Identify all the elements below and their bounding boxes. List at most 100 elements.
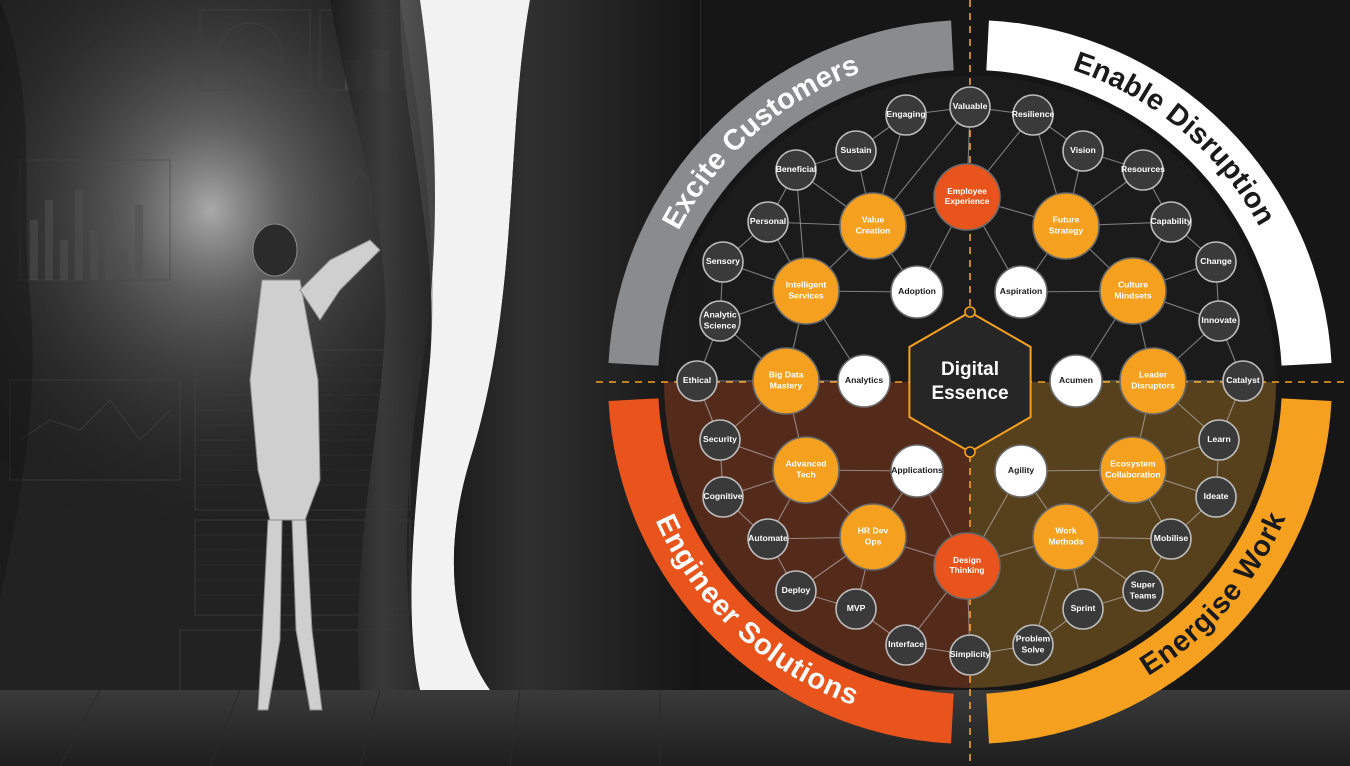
node-label-beneficial: Beneficial [776,164,817,174]
center-title-line1: Digital [941,359,999,380]
node-label-acumen: Acumen [1059,375,1093,385]
node-cognitive: Cognitive [702,476,744,518]
excite-ring-segment [608,20,954,366]
hexagon-top-dot [964,306,976,318]
node-label-catalyst: Catalyst [1226,375,1260,385]
node-automate: Automate [747,518,789,560]
node-label-adoption: Adoption [898,286,936,296]
node-circle-hr-dev-ops [839,503,907,571]
node-label-automate: Automate [748,533,788,543]
node-circle-learn [1198,419,1240,461]
node-circle-analytics [837,354,891,408]
node-sustain: Sustain [835,130,877,172]
node-circle-mvp [835,588,877,630]
node-label-sensory: Sensory [706,256,740,266]
node-deploy: Deploy [775,570,817,612]
node-circle-ethical [676,360,718,402]
node-circle-personal [747,201,789,243]
node-label-sprint: Sprint [1071,603,1096,613]
node-catalyst: Catalyst [1222,360,1264,402]
node-circle-analytic-science [699,300,741,342]
node-circle-leader-disruptors [1119,347,1187,415]
node-label-engaging: Engaging [886,109,925,119]
node-personal: Personal [747,201,789,243]
node-circle-aspiration [994,265,1048,319]
node-adoption: Adoption [890,265,944,319]
node-label-mvp: MVP [847,603,866,613]
node-circle-future-strategy [1032,192,1100,260]
node-label-personal: Personal [750,216,786,226]
node-ideate: Ideate [1195,476,1237,518]
node-acumen: Acumen [1049,354,1103,408]
node-engaging: Engaging [885,94,927,136]
node-circle-intelligent-services [772,257,840,325]
node-label-ideate: Ideate [1204,491,1229,501]
node-label-resilience: Resilience [1012,109,1055,119]
node-circle-valuable [949,86,991,128]
node-circle-acumen [1049,354,1103,408]
node-circle-sensory [702,241,744,283]
node-sprint: Sprint [1062,588,1104,630]
node-circle-culture-mindsets [1099,257,1167,325]
node-circle-vision [1062,130,1104,172]
node-label-vision: Vision [1070,145,1096,155]
node-label-sustain: Sustain [840,145,871,155]
node-label-simplicity: Simplicity [950,649,991,659]
hexagon-bottom-dot [964,446,976,458]
node-label-cognitive: Cognitive [703,491,742,501]
node-circle-advanced-tech [772,436,840,504]
node-label-mobilise: Mobilise [1154,533,1189,543]
enable-ring-segment [986,20,1332,366]
node-applications: Applications [890,444,944,498]
node-capability: Capability [1150,201,1192,243]
node-circle-employee-experience [933,163,1001,231]
node-circle-resilience [1012,94,1054,136]
node-label-innovate: Innovate [1201,315,1237,325]
node-beneficial: Beneficial [775,149,817,191]
node-circle-automate [747,518,789,560]
node-circle-interface [885,624,927,666]
node-mobilise: Mobilise [1150,518,1192,560]
node-interface: Interface [885,624,927,666]
node-circle-value-creation [839,192,907,260]
node-circle-adoption [890,265,944,319]
node-ethical: Ethical [676,360,718,402]
node-circle-resources [1122,149,1164,191]
node-circle-ideate [1195,476,1237,518]
node-circle-ecosystem-collaboration [1099,436,1167,504]
node-circle-big-data-mastery [752,347,820,415]
node-circle-deploy [775,570,817,612]
node-resilience: Resilience [1012,94,1055,136]
node-analytics: Analytics [837,354,891,408]
node-circle-agility [994,444,1048,498]
node-circle-innovate [1198,300,1240,342]
node-circle-sustain [835,130,877,172]
node-label-resources: Resources [1121,164,1165,174]
node-label-learn: Learn [1207,434,1230,444]
node-mvp: MVP [835,588,877,630]
node-circle-sprint [1062,588,1104,630]
node-circle-engaging [885,94,927,136]
node-aspiration: Aspiration [994,265,1048,319]
energise-ring-segment [986,398,1332,744]
node-agility: Agility [994,444,1048,498]
node-change: Change [1195,241,1237,283]
node-circle-problem-solve [1012,624,1054,666]
